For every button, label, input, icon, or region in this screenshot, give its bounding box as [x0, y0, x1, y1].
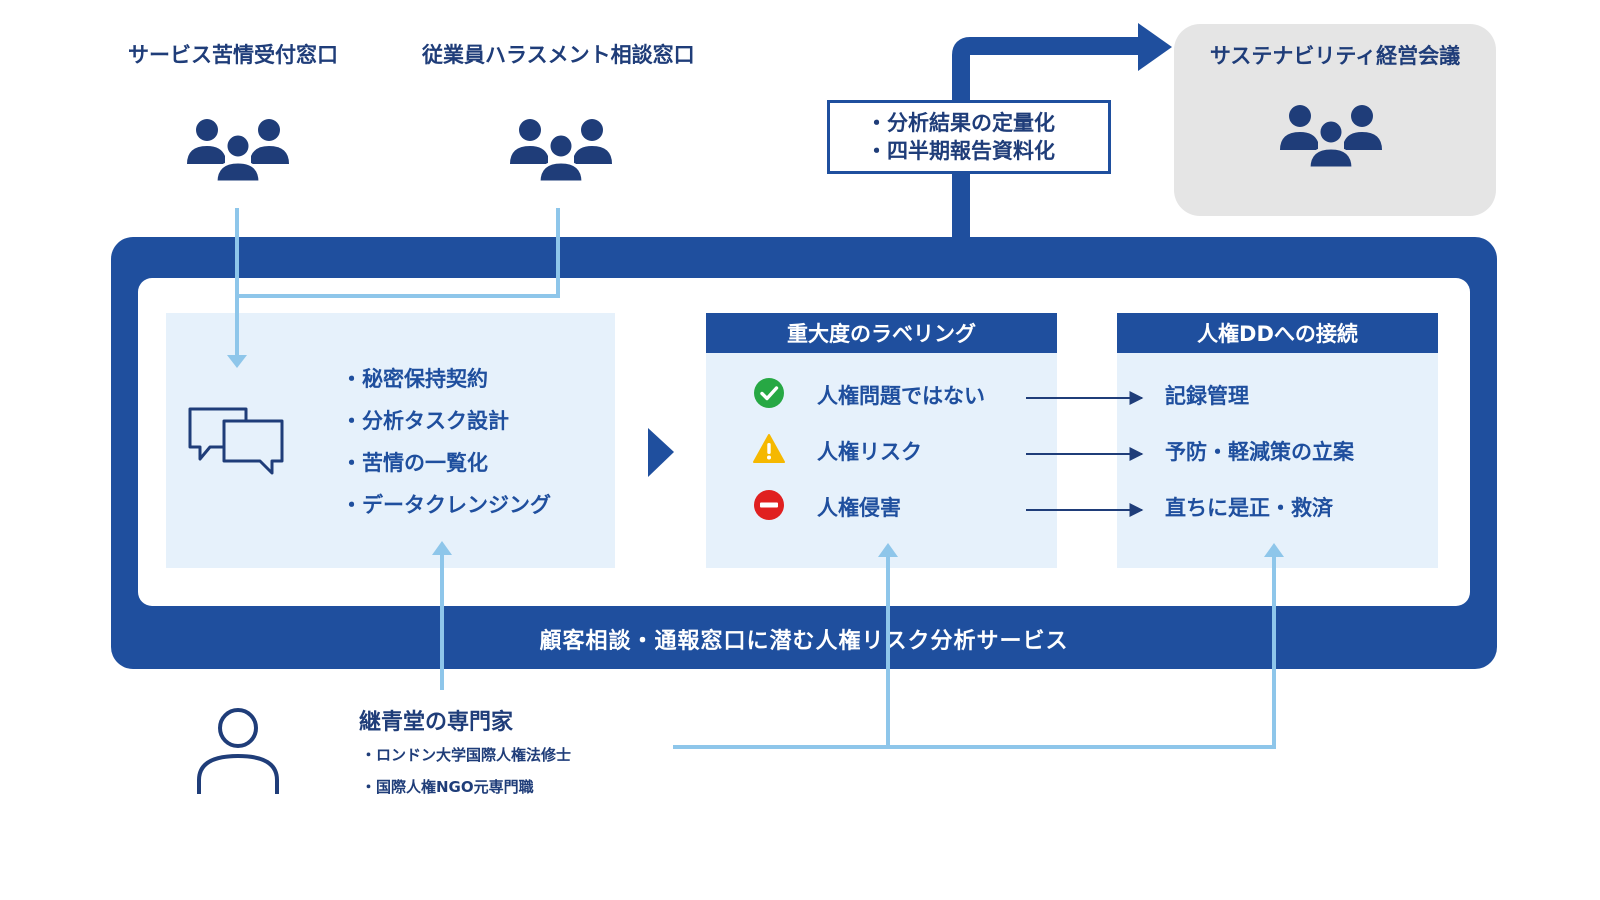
severity-label: 人権侵害: [817, 496, 901, 520]
dd-header: 人権DDへの接続: [1117, 313, 1438, 353]
people-group-icon: [510, 119, 612, 184]
report-line: ・分析結果の定量化: [866, 111, 1055, 135]
labeling-header: 重大度のラベリング: [706, 313, 1057, 353]
no-entry-icon: [754, 490, 784, 520]
source-label-employee-harassment: 従業員ハラスメント相談窓口: [422, 43, 695, 67]
process-bullet: ・秘密保持契約: [341, 367, 488, 391]
dd-action: 予防・軽減策の立案: [1165, 440, 1354, 464]
report-box: ・分析結果の定量化 ・四半期報告資料化: [827, 100, 1111, 174]
flow-arrow-icon: [648, 428, 674, 477]
meeting-label: サステナビリティ経営会議: [1209, 44, 1461, 68]
dd-action: 直ちに是正・救済: [1165, 496, 1333, 520]
people-group-icon: [1280, 105, 1382, 170]
expert-credential: ・国際人権NGO元専門職: [361, 778, 534, 796]
person-icon: [197, 708, 279, 794]
severity-label: 人権問題ではない: [817, 384, 985, 408]
report-arrow: [952, 37, 1140, 239]
expert-title: 継青堂の専門家: [359, 710, 514, 735]
check-circle-icon: [754, 378, 784, 408]
expert-credential: ・ロンドン大学国際人権法修士: [361, 746, 572, 764]
process-bullet: ・苦情の一覧化: [341, 451, 488, 475]
process-bullet: ・データクレンジング: [341, 493, 551, 517]
meeting-box: サステナビリティ経営会議: [1174, 24, 1496, 216]
dd-action: 記録管理: [1165, 384, 1249, 408]
dd-panel: 人権DDへの接続 記録管理 予防・軽減策の立案 直ちに是正・救済: [1117, 313, 1438, 568]
chat-bubbles-icon: [188, 407, 284, 475]
service-title: 顧客相談・通報窓口に潜む人権リスク分析サービス: [539, 629, 1069, 654]
warning-triangle-icon: [753, 434, 785, 463]
expert-feed-arrow: [432, 541, 1284, 749]
process-bullet: ・分析タスク設計: [341, 409, 509, 433]
source-feed-arrow: [227, 208, 560, 368]
report-line: ・四半期報告資料化: [866, 139, 1055, 163]
report-arrowhead: [1138, 23, 1172, 71]
source-label-service-complaints: サービス苦情受付窓口: [128, 43, 338, 67]
labeling-panel: 重大度のラベリング 人権問題ではない 人権リスク 人権侵害: [706, 313, 1057, 568]
severity-label: 人権リスク: [817, 440, 922, 464]
people-group-icon: [187, 119, 289, 184]
